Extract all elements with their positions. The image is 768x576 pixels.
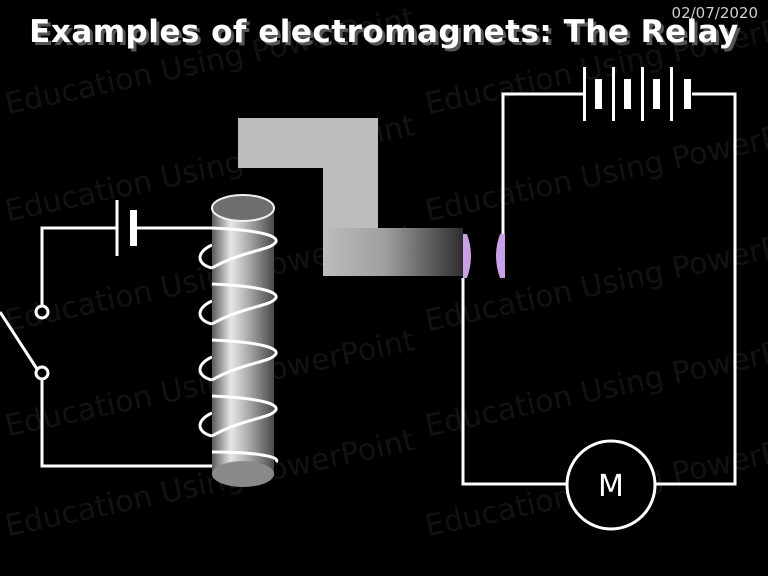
battery-cell-long [583, 67, 586, 121]
wire-top-left [40, 226, 116, 305]
switch [0, 304, 50, 381]
wire-bottom-left [40, 374, 212, 468]
wire-motor-to-contact [461, 278, 566, 486]
coil-front-windings [211, 226, 279, 464]
motor: M [565, 439, 657, 531]
coil-battery [115, 200, 137, 256]
slide-title: Examples of electromagnets: The Relay [29, 14, 739, 50]
cell-short-plate [130, 210, 137, 246]
battery-cell-long [641, 67, 644, 121]
contact-fixed [496, 234, 505, 278]
coil-circuit-wires [40, 226, 212, 468]
relay-contacts [463, 234, 505, 278]
switch-lever [0, 311, 39, 370]
core-bottom [212, 461, 274, 487]
slide-date: 02/07/2020 [671, 4, 758, 22]
coil-back-windings [198, 243, 213, 438]
battery-cell-long [612, 67, 615, 121]
armature [238, 118, 463, 276]
battery-cell-long [670, 67, 673, 121]
armature-bottom-bar [323, 228, 463, 276]
wire-contact-to-battery [501, 92, 583, 234]
motor-label: M [598, 469, 624, 504]
motor-battery [583, 67, 691, 121]
battery-cell-short [595, 79, 602, 109]
core-top [211, 194, 275, 222]
wire-battery-to-motor [656, 92, 737, 486]
contact-moving [463, 234, 471, 278]
motor-symbol [565, 439, 657, 531]
battery-cell-short [653, 79, 660, 109]
motor-circuit-wires [461, 92, 737, 486]
switch-terminal-bottom [34, 365, 50, 381]
battery-cell-short [684, 79, 691, 109]
switch-terminal-top [34, 304, 50, 320]
battery-cell-short [624, 79, 631, 109]
